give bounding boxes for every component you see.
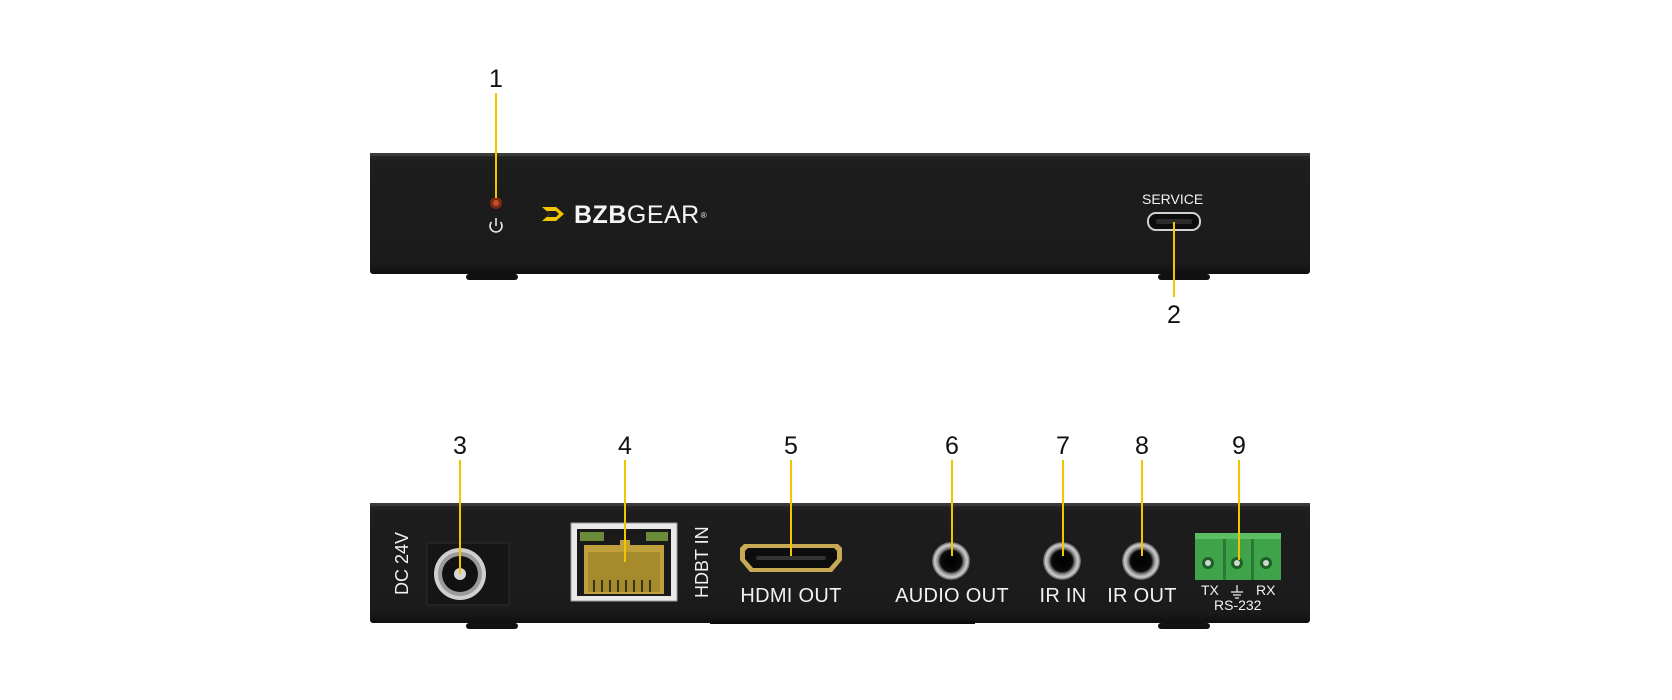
ground-icon xyxy=(1231,585,1243,599)
callout-number-5: 5 xyxy=(784,432,798,460)
brand-registered-mark: ® xyxy=(700,210,708,220)
ir-in-label: IR IN xyxy=(1039,585,1087,607)
callout-number-7: 7 xyxy=(1056,432,1070,460)
callout-number-2: 2 xyxy=(1167,301,1181,329)
dc-24v-label: DC 24V xyxy=(392,531,412,595)
service-label: SERVICE xyxy=(1142,191,1204,207)
front-panel xyxy=(370,153,1310,280)
service-usb-port xyxy=(1147,212,1201,231)
ir-in-jack xyxy=(1043,542,1081,580)
hdmi-out-label: HDMI OUT xyxy=(740,585,842,607)
callout-number-9: 9 xyxy=(1232,432,1246,460)
front-foot-left xyxy=(466,274,518,280)
audio-out-label: AUDIO OUT xyxy=(895,585,1009,607)
ir-out-label: IR OUT xyxy=(1107,585,1177,607)
front-panel-body xyxy=(370,153,1310,274)
dc-power-jack xyxy=(426,542,510,606)
callout-lines xyxy=(459,93,1240,574)
callout-number-1: 1 xyxy=(489,65,503,93)
rear-foot-right xyxy=(1158,623,1210,629)
rear-panel xyxy=(370,503,1310,629)
brand-text-light: GEAR xyxy=(626,200,700,229)
rear-foot-left xyxy=(466,623,518,629)
callout-number-6: 6 xyxy=(945,432,959,460)
callout-number-8: 8 xyxy=(1135,432,1149,460)
callout-number-4: 4 xyxy=(618,432,632,460)
hdmi-out-port xyxy=(740,544,842,572)
rs232-rx-label: RX xyxy=(1256,582,1276,598)
callout-number-3: 3 xyxy=(453,432,467,460)
front-foot-right xyxy=(1158,274,1210,280)
hdbt-in-label: HDBT IN xyxy=(692,526,712,598)
rs232-tx-label: TX xyxy=(1201,582,1219,598)
brand-text-bold: BZB xyxy=(574,200,627,229)
audio-out-jack xyxy=(932,542,970,580)
power-icon xyxy=(489,218,503,233)
ir-out-jack xyxy=(1122,542,1160,580)
bzbgear-logo-icon xyxy=(542,207,564,221)
rs232-label: RS-232 xyxy=(1214,597,1262,613)
